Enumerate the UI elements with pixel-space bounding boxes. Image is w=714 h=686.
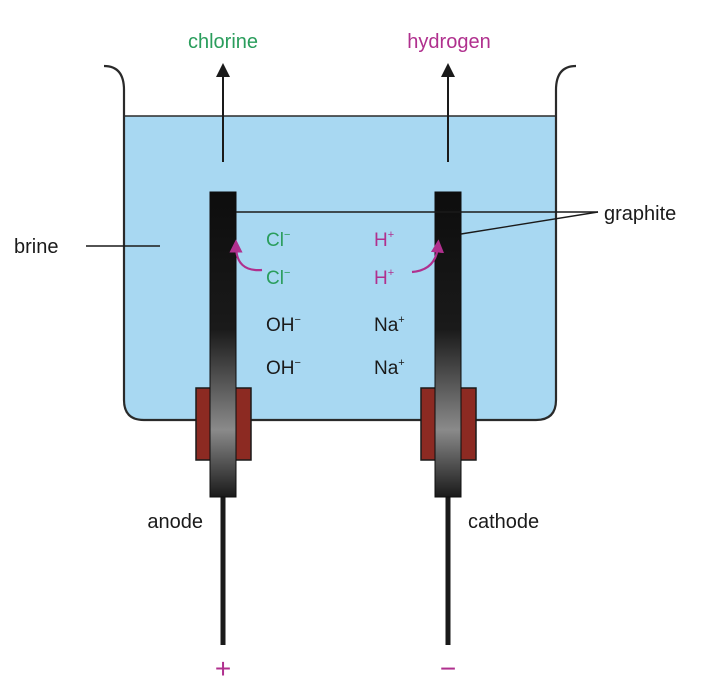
beaker-outline <box>103 64 577 422</box>
anode-label: anode <box>147 511 203 533</box>
cathode-electrode <box>434 191 462 498</box>
graphite-label: graphite <box>604 203 676 225</box>
chlorine-label: chlorine <box>188 31 258 53</box>
hydrogen-label: hydrogen <box>407 31 490 53</box>
ion-sodium-2: Na+ <box>374 357 405 379</box>
ion-chloride-2: Cl− <box>266 267 290 289</box>
ion-hydrogen-2: H+ <box>374 267 394 289</box>
ion-hydrogen-1: H+ <box>374 229 394 251</box>
graphite-leader-cathode <box>460 211 599 235</box>
hydrogen-to-cathode-arrow <box>411 239 445 274</box>
ion-hydroxide-1: OH− <box>266 314 301 336</box>
chloride-to-anode-arrow <box>229 239 263 272</box>
ion-hydroxide-2: OH− <box>266 357 301 379</box>
plus-sign: + <box>215 653 231 684</box>
ion-sodium-1: Na+ <box>374 314 405 336</box>
anode-electrode <box>209 191 237 498</box>
brine-label: brine <box>14 236 58 258</box>
brine-liquid <box>124 116 556 420</box>
minus-sign: − <box>440 653 456 684</box>
cathode-label: cathode <box>468 511 539 533</box>
ion-chloride-1: Cl− <box>266 229 290 251</box>
